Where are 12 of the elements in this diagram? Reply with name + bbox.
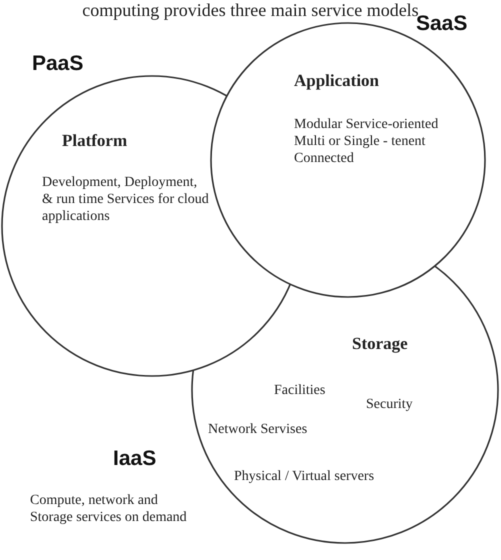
item-text: Network Servises (208, 421, 308, 438)
heading-text: Storage (352, 335, 408, 352)
item-text: Security (366, 396, 413, 413)
item-text: Physical / Virtual servers (234, 468, 374, 485)
item-text: Facilities (274, 382, 326, 399)
heading-text: Platform (62, 132, 128, 149)
service-label: PaaS (32, 52, 84, 76)
heading-text: Application (294, 72, 380, 89)
service-label: IaaS (113, 447, 156, 471)
description-text: Modular Service-oriented Multi or Single - tenent Connected (294, 116, 440, 167)
description-text: Development, Deployment, & run time Services for cloud applications (42, 174, 210, 225)
description-text: Compute, network and Storage services on demand (30, 492, 188, 526)
